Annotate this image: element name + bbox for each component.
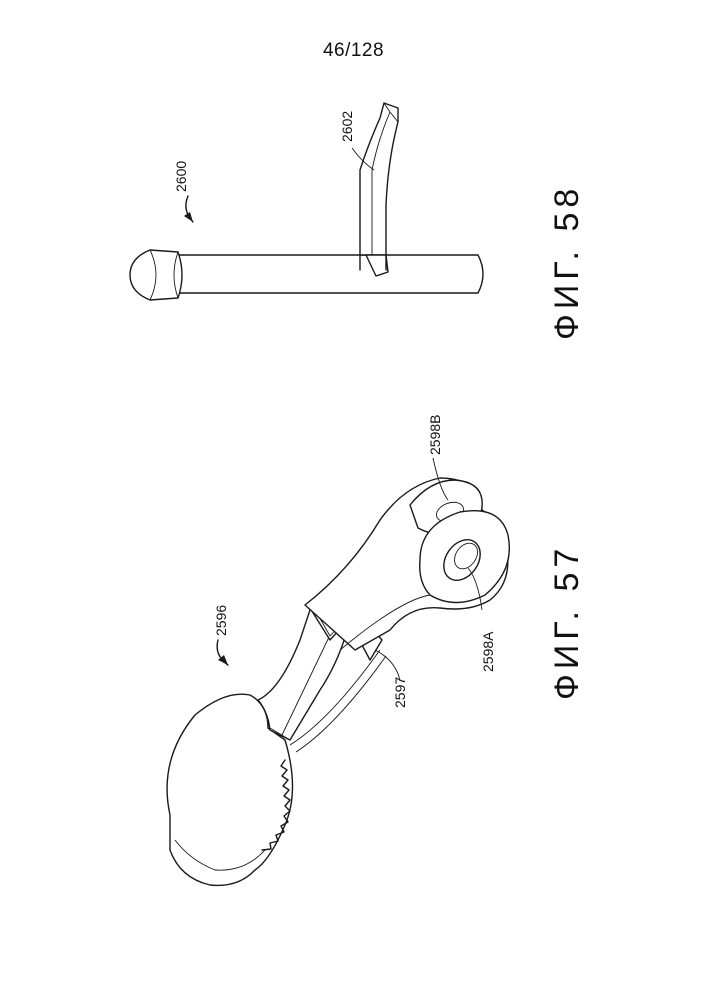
figure-58-drawing: 2602 2600 ФИГ. 58 [130,103,586,340]
figure-57-caption: ФИГ. 57 [548,544,586,700]
label-2597: 2597 [392,677,408,708]
label-2596: 2596 [213,605,229,636]
pin-arm [360,103,398,255]
label-2598a: 2598A [480,631,496,672]
label-2600: 2600 [173,161,189,192]
label-2598b: 2598B [427,415,443,455]
label-2602: 2602 [339,111,355,142]
leader-2597 [375,650,400,680]
pin-body [178,255,483,293]
figure-57-drawing: 2596 2597 2598A 2598B ФИГ. 57 [167,415,586,886]
figure-58-caption: ФИГ. 58 [548,184,586,340]
